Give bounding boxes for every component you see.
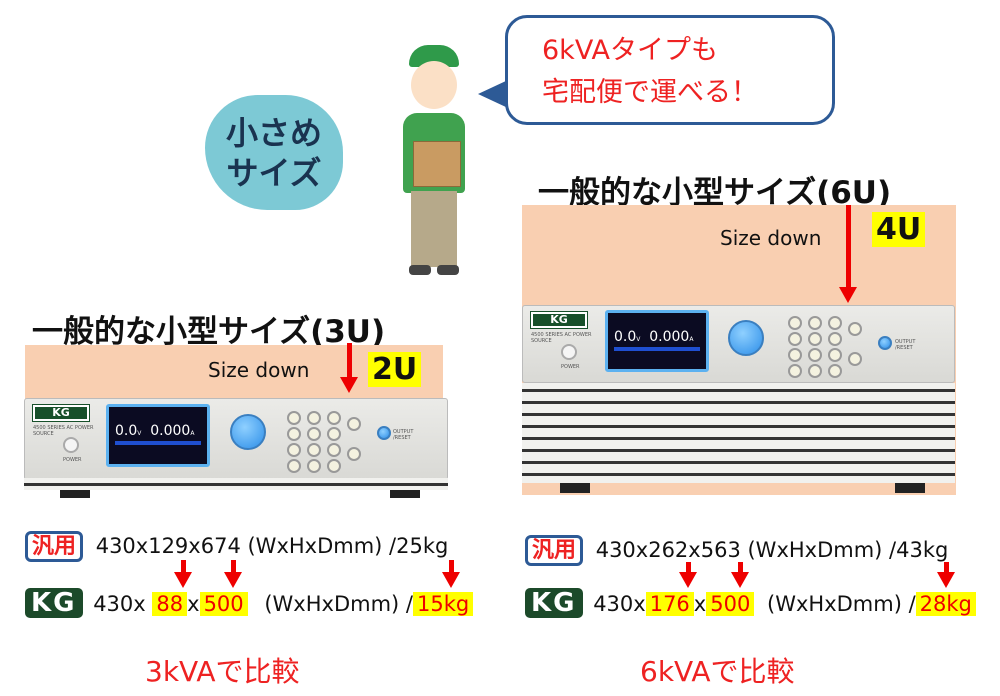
right-device: KG 4500 SERIES AC POWER SOURCE POWER 0.0… bbox=[522, 305, 955, 383]
right-size-badge: 4U bbox=[872, 212, 926, 247]
left-generic-row: 汎用 430x129x674 (WxHxDmm) /25kg bbox=[25, 528, 449, 562]
right-kg-mid: (WxHxDmm) / bbox=[767, 592, 916, 616]
bubble-tail bbox=[478, 80, 508, 108]
left-kg-prefix: 430x bbox=[93, 592, 146, 616]
left-output-label: OUTPUT /RESET bbox=[393, 429, 414, 441]
left-kg-depth: 500 bbox=[199, 592, 248, 616]
right-compare: 6kVAで比較 bbox=[640, 655, 795, 688]
right-kg-height: 176 bbox=[645, 592, 694, 616]
left-dial-knob[interactable] bbox=[230, 414, 266, 450]
left-voltage-unit: V bbox=[137, 430, 142, 437]
right-kg-depth: 500 bbox=[706, 592, 755, 616]
right-kg-badge: KG bbox=[525, 588, 583, 618]
right-keypad bbox=[788, 312, 868, 378]
left-power-label: POWER bbox=[63, 457, 82, 463]
right-generic-row: 汎用 430x262x563 (WxHxDmm) /43kg bbox=[525, 532, 949, 566]
left-device: KG 4500 SERIES AC POWER SOURCE POWER 0.0… bbox=[24, 398, 448, 480]
delivery-person-illustration bbox=[395, 45, 475, 277]
left-kg-height: 88 bbox=[152, 592, 188, 616]
left-device-logo: KG bbox=[32, 404, 90, 422]
cloud-line2: サイズ bbox=[226, 154, 322, 192]
right-power-button[interactable] bbox=[561, 344, 577, 360]
small-size-cloud: 小さめ サイズ bbox=[205, 95, 343, 210]
right-device-series: 4500 SERIES AC POWER SOURCE bbox=[531, 332, 592, 344]
right-generic-spec: 430x262x563 (WxHxDmm) /43kg bbox=[595, 538, 949, 562]
right-kg-x: x bbox=[693, 592, 707, 616]
right-current: 0.000 bbox=[649, 329, 690, 345]
left-kg-mid: (WxHxDmm) / bbox=[264, 592, 413, 616]
left-title: 一般的な小型サイズ(3U) bbox=[32, 314, 386, 350]
cloud-line1: 小さめ bbox=[225, 114, 322, 152]
left-compare: 3kVAで比較 bbox=[145, 655, 300, 688]
right-dial-knob[interactable] bbox=[728, 320, 764, 356]
right-display: 0.0V 0.000A bbox=[605, 310, 709, 372]
bubble-line1: 6kVAタイプも bbox=[542, 35, 719, 66]
right-output-label: OUTPUT /RESET bbox=[895, 339, 916, 351]
right-power-label: POWER bbox=[561, 364, 580, 370]
left-kg-weight: 15kg bbox=[412, 592, 474, 616]
right-kg-prefix: 430x bbox=[593, 592, 646, 616]
right-voltage-unit: V bbox=[636, 336, 641, 343]
left-keypad bbox=[287, 407, 367, 473]
right-device-vent bbox=[522, 383, 955, 483]
speech-bubble: 6kVAタイプも 宅配便で運べる！ bbox=[505, 15, 835, 125]
right-voltage: 0.0 bbox=[614, 329, 637, 345]
left-current: 0.000 bbox=[150, 423, 191, 439]
left-device-vent bbox=[24, 478, 448, 490]
right-generic-badge: 汎用 bbox=[525, 535, 584, 566]
left-output-button[interactable] bbox=[377, 426, 391, 440]
left-size-down: Size down bbox=[208, 358, 310, 382]
left-generic-badge: 汎用 bbox=[25, 531, 84, 562]
left-power-button[interactable] bbox=[63, 437, 79, 453]
right-kg-weight: 28kg bbox=[915, 592, 976, 616]
right-output-button[interactable] bbox=[878, 336, 892, 350]
left-size-badge: 2U bbox=[368, 352, 422, 387]
left-display: 0.0V 0.000A bbox=[106, 404, 210, 467]
right-current-unit: A bbox=[689, 336, 694, 343]
left-kg-badge: KG bbox=[25, 588, 83, 618]
left-generic-spec: 430x129x674 (WxHxDmm) /25kg bbox=[95, 534, 449, 558]
left-kg-x: x bbox=[187, 592, 200, 616]
right-device-logo: KG bbox=[530, 311, 588, 329]
right-size-down: Size down bbox=[720, 226, 822, 250]
left-device-series: 4500 SERIES AC POWER SOURCE bbox=[33, 425, 94, 437]
bubble-line2: 宅配便で運べる！ bbox=[542, 77, 758, 108]
left-current-unit: A bbox=[190, 430, 195, 437]
left-voltage: 0.0 bbox=[115, 423, 138, 439]
